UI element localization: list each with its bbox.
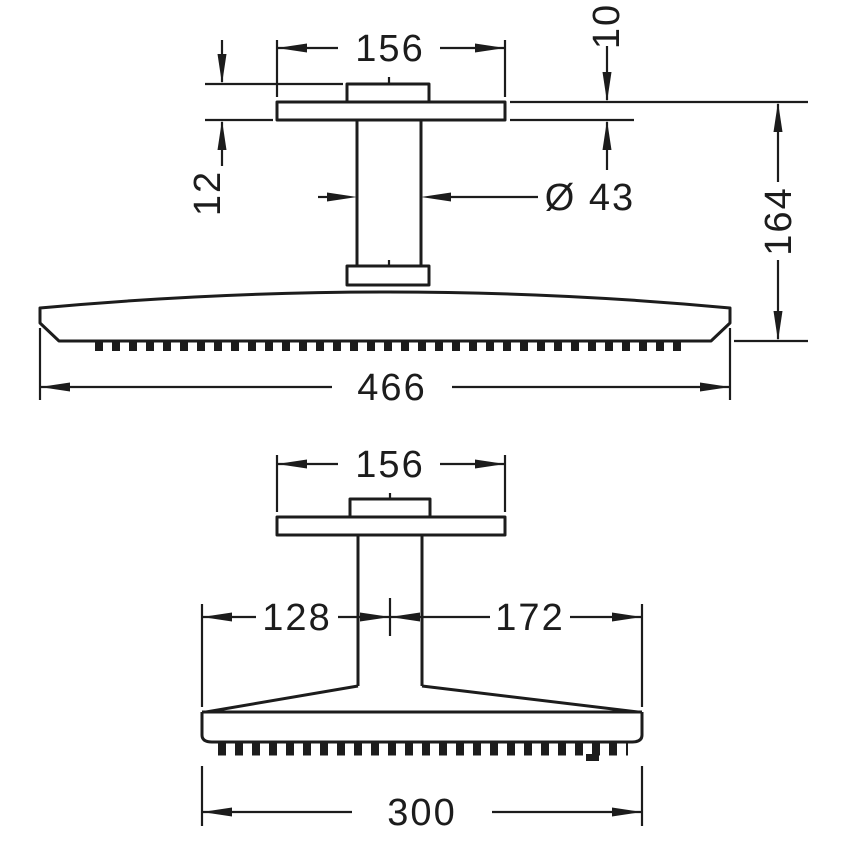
dim-label-diameter-43: Ø 43 xyxy=(545,177,635,219)
arrowhead-left xyxy=(390,612,420,622)
dim-front-head-width: 300 xyxy=(200,766,644,834)
ceiling-flange-plate xyxy=(275,515,507,537)
dim-label-172: 172 xyxy=(495,597,564,639)
front-view: 156 128 172 xyxy=(200,444,644,834)
arrowhead-left xyxy=(40,382,70,392)
arrowhead-right xyxy=(360,612,390,622)
ceiling-flange-plate xyxy=(275,100,507,122)
head-right-slope xyxy=(421,684,639,714)
dim-top-mount-height: 12 xyxy=(187,40,343,216)
dim-label-12: 12 xyxy=(187,170,229,216)
dim-top-pipe-diameter: Ø 43 xyxy=(318,177,635,219)
arrowhead-down xyxy=(773,311,783,341)
dim-front-flange-width: 156 xyxy=(275,444,507,512)
dim-label-164: 164 xyxy=(758,186,800,255)
arrowhead-up xyxy=(773,102,783,132)
arrowhead-up xyxy=(602,120,612,150)
dim-label-466: 466 xyxy=(357,367,426,409)
dim-top-head-length: 466 xyxy=(38,328,732,409)
shower-head-profile xyxy=(38,290,732,343)
ceiling-connector-block xyxy=(348,497,432,519)
arrowhead-left xyxy=(202,807,232,817)
arrowhead-left xyxy=(277,459,307,469)
arrowhead-up xyxy=(217,120,227,150)
arrowhead-right xyxy=(475,43,505,53)
head-connector-block xyxy=(345,264,431,287)
dim-top-flange-width: 156 xyxy=(275,28,507,97)
side-detail-notch xyxy=(586,754,599,761)
dim-label-128: 128 xyxy=(262,597,331,639)
arrowhead-right xyxy=(475,459,505,469)
dim-label-156: 156 xyxy=(355,444,424,486)
head-left-slope xyxy=(205,684,359,714)
arrowhead-left xyxy=(277,43,307,53)
arrowhead-left xyxy=(421,192,451,202)
side-view: 156 10 12 Ø 43 xyxy=(38,3,808,409)
dim-front-offsets: 128 172 xyxy=(200,597,644,707)
dim-label-10: 10 xyxy=(586,3,628,49)
ceiling-connector-block xyxy=(345,82,431,104)
arrowhead-right xyxy=(327,192,357,202)
head-base-outline xyxy=(200,712,644,744)
arrowhead-right xyxy=(700,382,730,392)
dim-label-300: 300 xyxy=(387,792,456,834)
arrowhead-right xyxy=(612,612,642,622)
dim-label-156: 156 xyxy=(355,28,424,70)
arrowhead-right xyxy=(612,807,642,817)
arrowhead-down xyxy=(602,72,612,102)
arrowhead-left xyxy=(202,612,232,622)
dim-top-plate-thickness: 10 xyxy=(510,3,634,170)
dim-top-overall-height: 164 xyxy=(510,100,808,343)
arrowhead-down xyxy=(217,54,227,84)
